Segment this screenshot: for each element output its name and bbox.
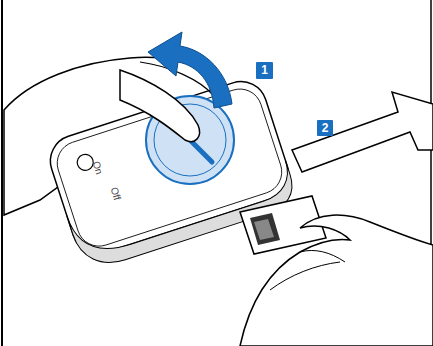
frame-line bbox=[1, 0, 3, 346]
callout-number: 2 bbox=[317, 120, 333, 136]
rotate-arrow bbox=[148, 32, 232, 108]
pull-arrow bbox=[292, 92, 433, 172]
finger-line bbox=[300, 250, 345, 262]
strip-slot bbox=[250, 213, 280, 245]
strip-window bbox=[254, 219, 274, 240]
hand bbox=[240, 215, 433, 346]
callout-number: 1 bbox=[256, 62, 273, 79]
finger-line bbox=[270, 262, 340, 290]
finger bbox=[120, 70, 200, 142]
